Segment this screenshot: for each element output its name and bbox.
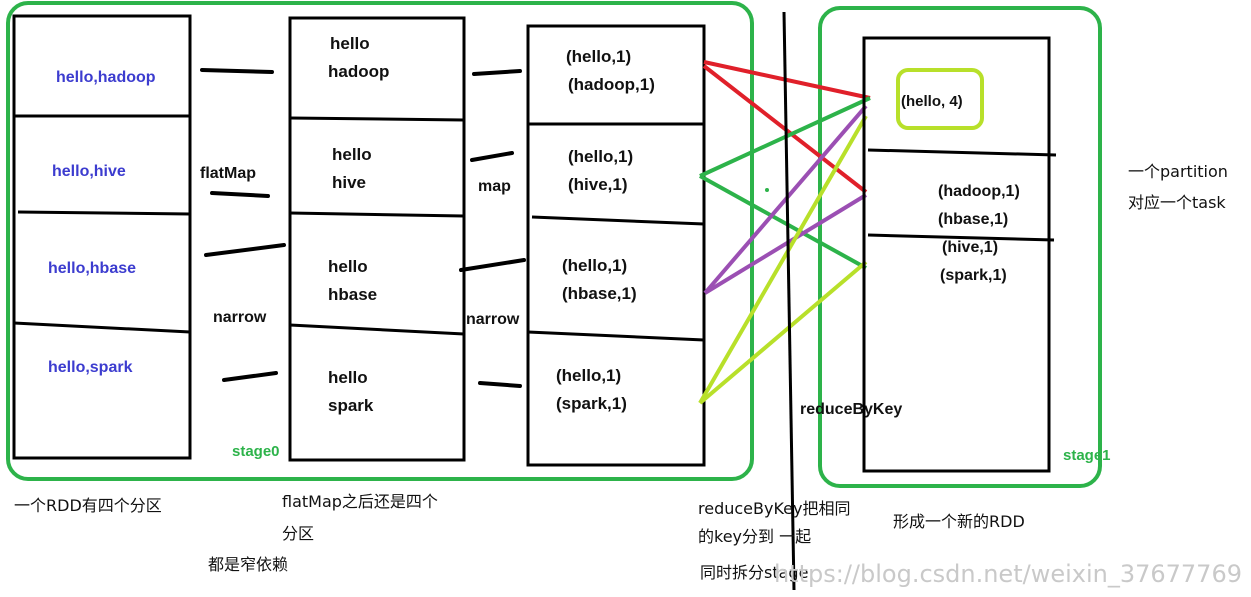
stage-boundary-line: [782, 11, 796, 591]
note-partition-line2: 对应一个task: [1128, 193, 1226, 212]
rdd1-partition-3: hello,hbase: [48, 260, 136, 277]
rdd1-partition-2: hello,hive: [52, 163, 126, 180]
rdd2-partition-4-line1: hello: [328, 368, 368, 387]
narrow-label-2: narrow: [466, 311, 520, 328]
note-partition-line1: 一个partition: [1128, 162, 1228, 181]
rdd2-partition-3-line2: hbase: [328, 285, 377, 304]
rdd2-partition-2-line2: hive: [332, 173, 366, 192]
watermark: https://blog.csdn.net/weixin_37677769: [774, 560, 1242, 588]
note-flatmap-line2: 分区: [282, 524, 314, 543]
note-reduce-line1: reduceByKey把相同: [698, 499, 850, 518]
rdd3-box: [526, 24, 706, 467]
rdd1-partition-1: hello,hadoop: [56, 69, 156, 86]
note-reduce-line3: 同时拆分stage: [700, 563, 808, 582]
rdd3-partition-1-line2: (hadoop,1): [568, 75, 655, 94]
shuffle-edges-spark: [698, 114, 868, 405]
narrow-label-1: narrow: [213, 309, 267, 326]
rdd2-partition-2-line1: hello: [332, 145, 372, 164]
reducebykey-label: reduceByKey: [800, 401, 902, 418]
rdd3-partition-2-line1: (hello,1): [568, 147, 633, 166]
narrow-links-1: [200, 68, 286, 382]
rdd1-partition-4: hello,spark: [48, 359, 133, 376]
note-reduce-line2: 的key分到 一起: [698, 527, 811, 546]
rdd4-hello-count: (hello, 4): [901, 93, 963, 110]
note-flatmap-line1: flatMap之后还是四个: [282, 492, 438, 511]
rdd3-partition-1-line1: (hello,1): [566, 47, 631, 66]
rdd3-partition-2-line2: (hive,1): [568, 175, 628, 194]
rdd2-partition-3-line1: hello: [328, 257, 368, 276]
rdd3-partition-4-line2: (spark,1): [556, 394, 627, 413]
rdd2-partition-1-line1: hello: [330, 34, 370, 53]
map-label: map: [478, 178, 511, 195]
rdd4-item-4: (spark,1): [940, 267, 1007, 284]
rdd4-item-1: (hadoop,1): [938, 183, 1020, 200]
flatmap-label: flatMap: [200, 165, 256, 182]
narrow-links-2: [459, 69, 526, 388]
rdd2-box: [288, 16, 466, 462]
rdd3-partition-3-line1: (hello,1): [562, 256, 627, 275]
note-narrow-dependency: 都是窄依赖: [208, 555, 288, 574]
note-new-rdd: 形成一个新的RDD: [893, 512, 1025, 531]
shuffle-edges-hbase: [703, 104, 868, 295]
stage0-label: stage0: [232, 443, 280, 460]
rdd2-partition-1-line2: hadoop: [328, 62, 389, 81]
rdd4-item-3: (hive,1): [942, 239, 998, 256]
rdd1-box: [12, 14, 192, 460]
stage1-frame: [818, 6, 1102, 488]
rdd3-partition-3-line2: (hbase,1): [562, 284, 637, 303]
rdd4-box: [862, 36, 1057, 473]
rdd3-partition-4-line1: (hello,1): [556, 366, 621, 385]
hello-highlight-box: [896, 68, 984, 130]
stage1-label: stage1: [1063, 447, 1111, 464]
stray-dot: [765, 188, 769, 192]
rdd4-item-2: (hbase,1): [938, 211, 1008, 228]
note-rdd-four-partitions: 一个RDD有四个分区: [14, 496, 162, 515]
rdd2-partition-4-line2: spark: [328, 396, 374, 415]
